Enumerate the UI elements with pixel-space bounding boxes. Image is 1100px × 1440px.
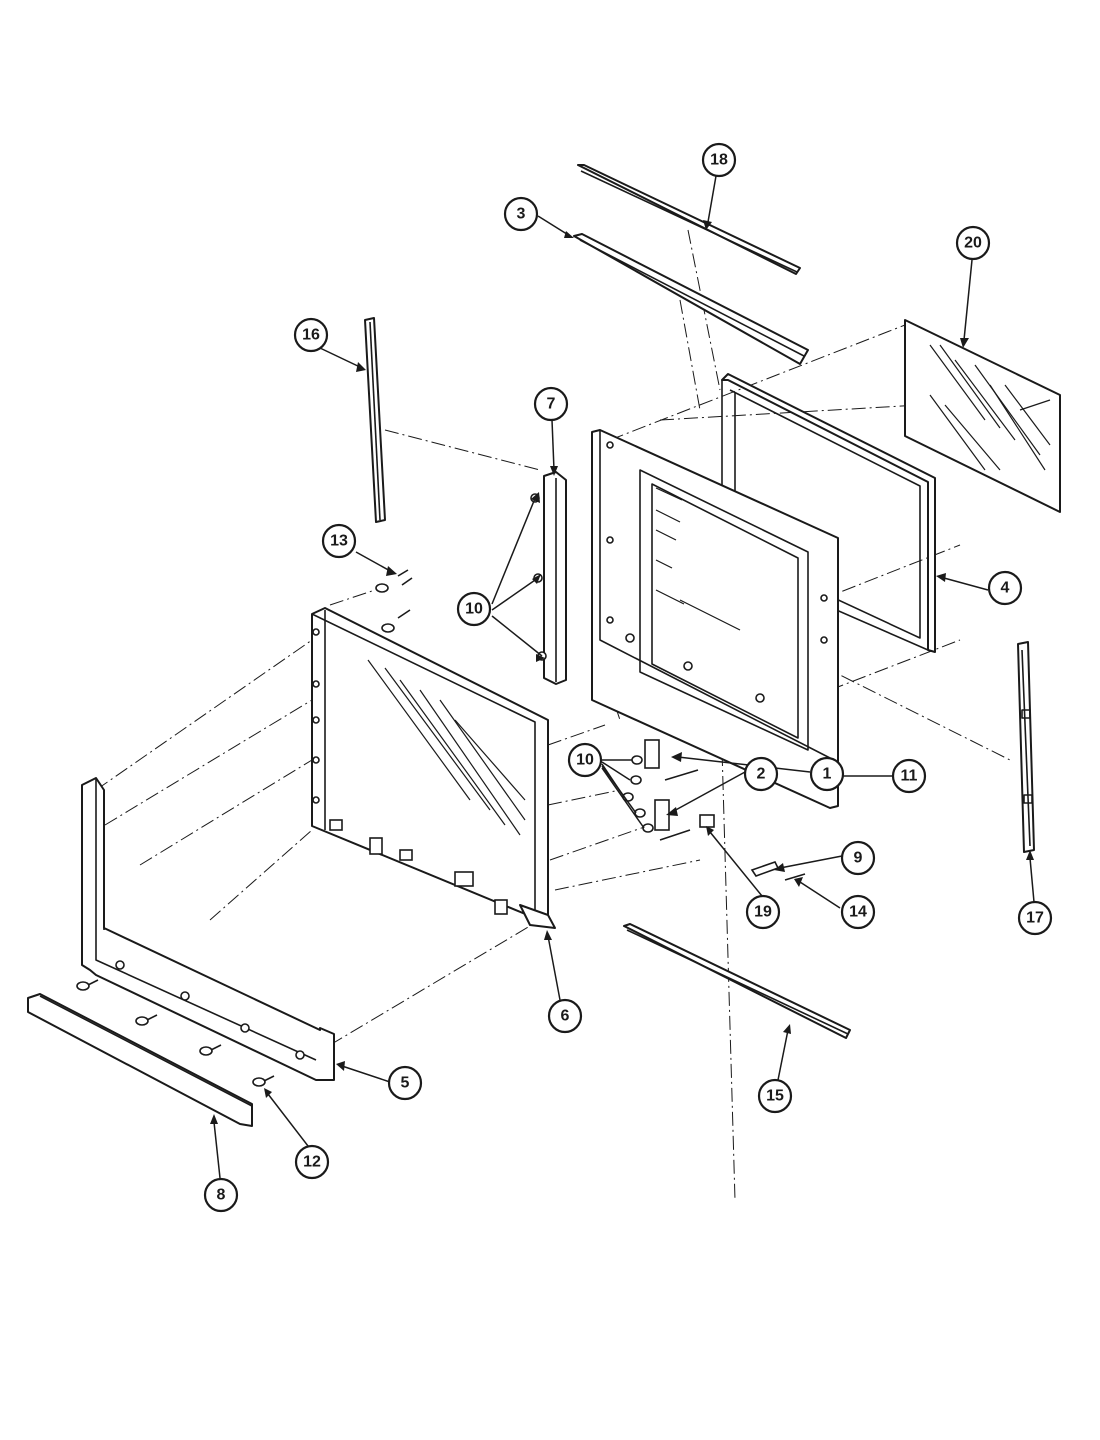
callout-label: 18 <box>710 152 728 169</box>
callout-13[interactable]: 13 <box>321 523 357 559</box>
callout-12[interactable]: 12 <box>294 1144 330 1180</box>
callout-label: 8 <box>217 1187 226 1204</box>
glass-reflection-hatching <box>929 344 1051 471</box>
part-5-door-frame <box>81 777 335 1081</box>
assembly-alignment-lines <box>95 229 1011 1201</box>
callout-label: 10 <box>576 752 594 769</box>
callout-18[interactable]: 18 <box>701 142 737 178</box>
callout-label: 20 <box>964 235 982 252</box>
door-glass-hatching <box>367 659 526 836</box>
part-6-outer-door-panel <box>311 607 556 929</box>
part-19-cam <box>699 814 715 828</box>
callout-label: 12 <box>303 1154 321 1171</box>
part-17-right-side-trim <box>1017 641 1035 853</box>
callout-label: 4 <box>1001 580 1010 597</box>
callout-14[interactable]: 14 <box>840 894 876 930</box>
callout-8[interactable]: 8 <box>203 1177 239 1213</box>
callout-label: 10 <box>465 601 483 618</box>
callout-label: 2 <box>757 766 766 783</box>
part-18-top-trim <box>577 164 801 275</box>
callout-16[interactable]: 16 <box>293 317 329 353</box>
callout-15[interactable]: 15 <box>757 1078 793 1114</box>
callout-4[interactable]: 4 <box>987 570 1023 606</box>
callout-label: 19 <box>754 904 772 921</box>
callout-17[interactable]: 17 <box>1017 900 1053 936</box>
latch-hardware-cluster <box>622 739 806 881</box>
callout-20[interactable]: 20 <box>955 225 991 261</box>
callout-10-upper[interactable]: 10 <box>456 591 492 627</box>
leader-lines <box>210 175 1035 1179</box>
part-3-insulation-strip <box>573 233 809 365</box>
part-11-inner-door-panel <box>591 429 839 809</box>
callout-1[interactable]: 1 <box>809 756 845 792</box>
callout-label: 5 <box>401 1075 410 1092</box>
part-16-left-side-trim <box>364 317 386 523</box>
part-1-latch-bracket <box>644 739 660 769</box>
callout-7[interactable]: 7 <box>533 386 569 422</box>
callout-label: 3 <box>517 206 526 223</box>
callout-label: 7 <box>547 396 556 413</box>
callout-5[interactable]: 5 <box>387 1065 423 1101</box>
callout-3[interactable]: 3 <box>503 196 539 232</box>
part-12-screws <box>76 979 275 1087</box>
part-15-lower-seal <box>623 923 851 1039</box>
callout-19[interactable]: 19 <box>745 894 781 930</box>
part-9-latch-arm <box>750 861 780 877</box>
callout-label: 17 <box>1026 910 1044 927</box>
part-20-outer-glass <box>904 319 1061 513</box>
callout-9[interactable]: 9 <box>840 840 876 876</box>
callout-label: 16 <box>302 327 320 344</box>
callout-10-lower[interactable]: 10 <box>567 742 603 778</box>
callout-label: 1 <box>823 766 832 783</box>
part-13-screws <box>375 569 413 633</box>
callout-6[interactable]: 6 <box>547 998 583 1034</box>
callout-2[interactable]: 2 <box>743 756 779 792</box>
callout-label: 9 <box>854 850 863 867</box>
part-14-spring <box>784 873 806 881</box>
callout-label: 6 <box>561 1008 570 1025</box>
callout-11[interactable]: 11 <box>891 758 927 794</box>
window-screen-hatching <box>655 487 741 631</box>
part-8-bottom-trim <box>27 993 253 1127</box>
callout-label: 11 <box>901 768 918 785</box>
callout-label: 13 <box>330 533 348 550</box>
callout-label: 15 <box>766 1088 784 1105</box>
callout-label: 14 <box>849 904 867 921</box>
